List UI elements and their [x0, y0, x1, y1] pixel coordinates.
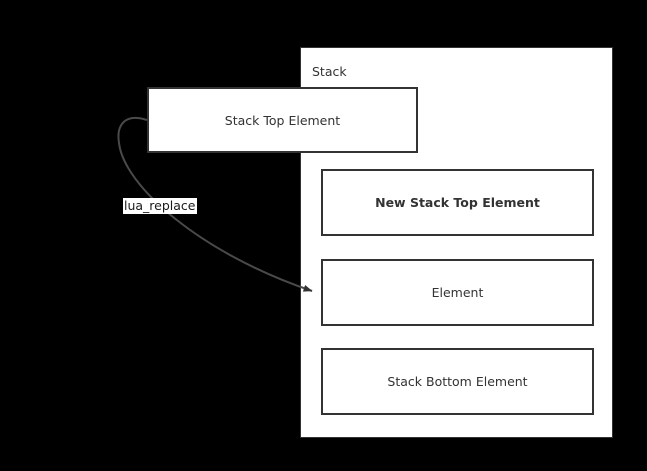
stack-container-label: Stack — [312, 64, 347, 79]
node-element[interactable]: Element — [321, 259, 594, 326]
node-new-stack-top-element-label: New Stack Top Element — [375, 195, 540, 210]
node-stack-bottom-element-label: Stack Bottom Element — [387, 374, 528, 389]
node-new-stack-top-element[interactable]: New Stack Top Element — [321, 169, 594, 236]
node-element-label: Element — [431, 285, 484, 300]
node-stack-top-element[interactable]: Stack Top Element — [147, 87, 418, 153]
node-stack-bottom-element[interactable]: Stack Bottom Element — [321, 348, 594, 415]
replace-edge-label: lua_replace — [123, 198, 197, 214]
node-stack-top-element-label: Stack Top Element — [224, 112, 341, 128]
